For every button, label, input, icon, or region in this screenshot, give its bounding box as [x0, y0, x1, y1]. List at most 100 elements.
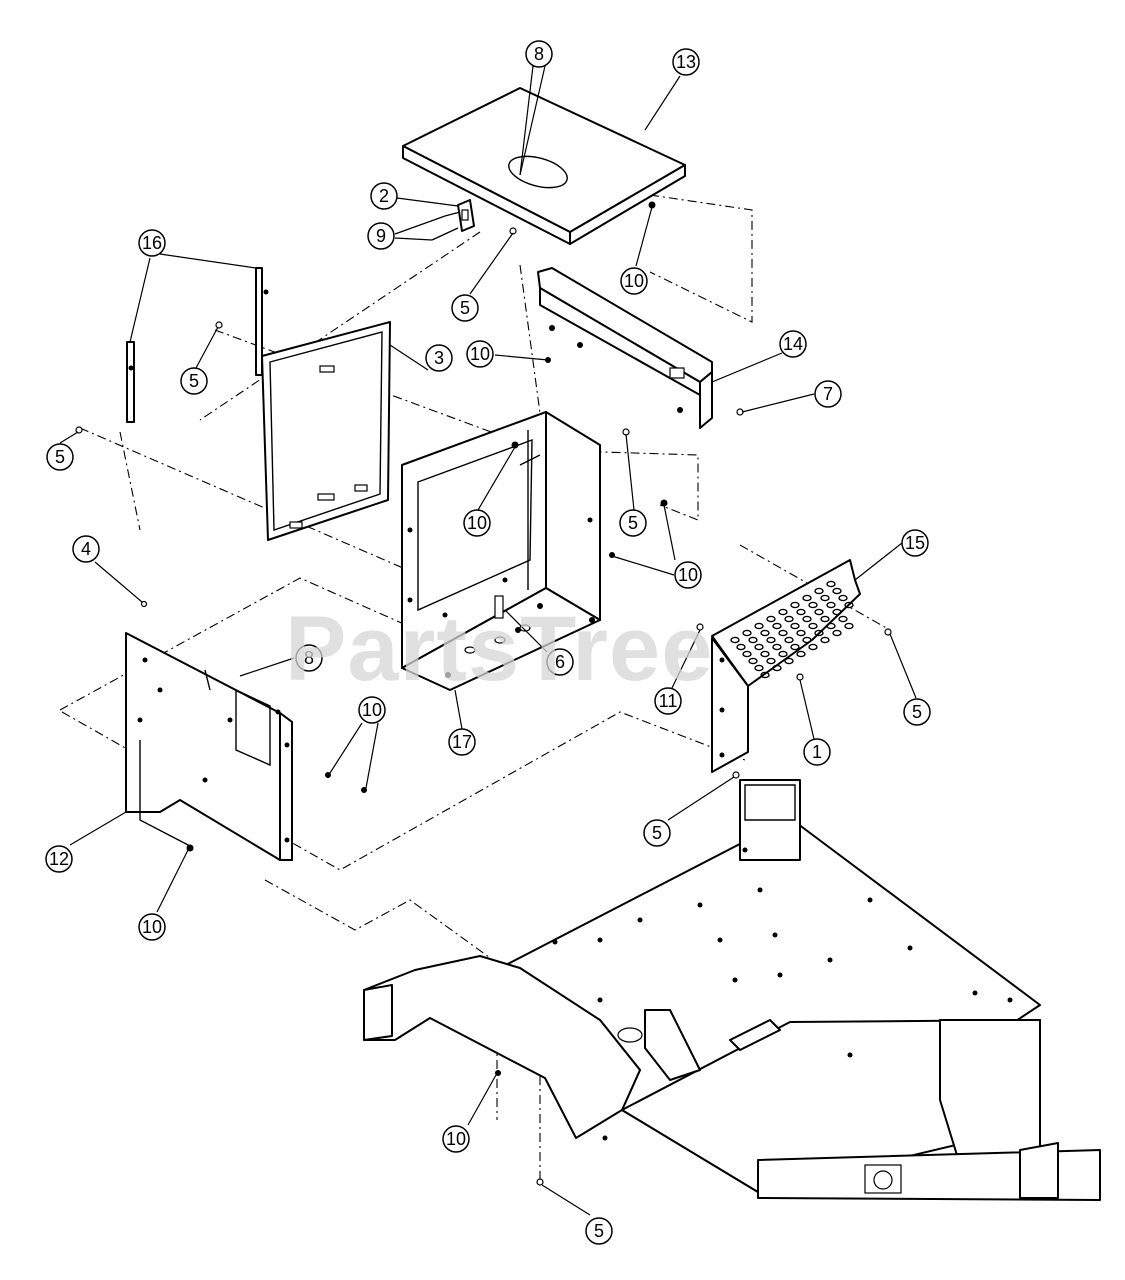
callouts: 8 13 2 9 16 10 5 14 10 5 3 7 5 10 5 10 1… — [45, 40, 931, 1245]
grille-perforation — [808, 601, 818, 609]
watermark-text: PartsTree — [285, 598, 713, 700]
grille-perforation — [766, 657, 776, 665]
callout-8-mid[interactable]: 8 — [295, 644, 323, 672]
callout-14[interactable]: 14 — [779, 330, 807, 358]
svg-text:5: 5 — [912, 702, 922, 722]
grille-perforation — [838, 615, 848, 623]
callout-5-e[interactable]: 5 — [903, 698, 931, 726]
grille-perforation — [832, 629, 842, 637]
leader-lines — [59, 65, 917, 1216]
grille-perforation — [754, 643, 764, 651]
grille-perforation — [808, 622, 818, 630]
grille-perforation — [790, 601, 800, 609]
grille-perforation — [730, 636, 740, 644]
grille-perforation — [766, 636, 776, 644]
callout-10-c[interactable]: 10 — [463, 509, 491, 537]
grille-perforation — [790, 622, 800, 630]
svg-text:8: 8 — [304, 648, 314, 668]
svg-text:16: 16 — [142, 233, 162, 253]
callout-10-d[interactable]: 10 — [674, 561, 702, 589]
grille-perforation — [778, 629, 788, 637]
svg-text:5: 5 — [460, 298, 470, 318]
grille-perforation — [814, 608, 824, 616]
callout-13[interactable]: 13 — [672, 48, 700, 76]
callout-5-f[interactable]: 5 — [643, 819, 671, 847]
grille-perforation — [832, 608, 842, 616]
grille-perforation — [802, 636, 812, 644]
main-chassis-frame — [363, 779, 1101, 1201]
center-housing-part-17[interactable] — [401, 411, 601, 691]
grille-perforation — [832, 587, 842, 595]
grille-perforation — [778, 650, 788, 658]
svg-text:10: 10 — [142, 917, 162, 937]
grille-perforation — [760, 671, 770, 679]
svg-text:10: 10 — [624, 271, 644, 291]
side-strip-part-16[interactable] — [126, 267, 269, 423]
grille-perforation — [766, 615, 776, 623]
svg-text:15: 15 — [905, 533, 925, 553]
svg-text:9: 9 — [376, 226, 386, 246]
rear-upper-panel-part-14[interactable] — [537, 267, 713, 429]
grille-perforation — [820, 636, 830, 644]
left-side-panel-part-12[interactable] — [125, 632, 293, 861]
callout-16[interactable]: 16 — [138, 229, 166, 257]
callout-1[interactable]: 1 — [803, 738, 831, 766]
callout-5-g[interactable]: 5 — [585, 1217, 613, 1245]
svg-text:5: 5 — [594, 1221, 604, 1241]
callout-5-d[interactable]: 5 — [619, 509, 647, 537]
grille-perforation — [796, 608, 806, 616]
svg-text:14: 14 — [783, 334, 803, 354]
svg-text:7: 7 — [823, 384, 833, 404]
svg-text:13: 13 — [676, 52, 696, 72]
callout-8-top[interactable]: 8 — [525, 40, 553, 68]
grille-perforation — [778, 608, 788, 616]
grille-perforation — [784, 615, 794, 623]
callout-10-e[interactable]: 10 — [358, 696, 386, 724]
grille-perforation — [760, 629, 770, 637]
callout-10-f[interactable]: 10 — [138, 913, 166, 941]
grille-perforation — [748, 636, 758, 644]
callout-12[interactable]: 12 — [45, 845, 73, 873]
grille-perforation — [760, 650, 770, 658]
callout-2[interactable]: 2 — [370, 182, 398, 210]
svg-text:4: 4 — [81, 539, 91, 559]
callout-3[interactable]: 3 — [425, 344, 453, 372]
callout-17[interactable]: 17 — [448, 728, 476, 756]
svg-text:17: 17 — [452, 732, 472, 752]
svg-text:12: 12 — [49, 849, 69, 869]
callout-15[interactable]: 15 — [901, 529, 929, 557]
grille-perforation — [844, 622, 854, 630]
callout-9[interactable]: 9 — [367, 222, 395, 250]
callout-5-a[interactable]: 5 — [451, 294, 479, 322]
grille-perforation — [790, 643, 800, 651]
callout-4[interactable]: 4 — [72, 535, 100, 563]
callout-6[interactable]: 6 — [546, 648, 574, 676]
top-cover-part-13[interactable] — [402, 87, 686, 245]
callout-10-g[interactable]: 10 — [442, 1125, 470, 1153]
latch-bracket-part-2[interactable] — [431, 199, 475, 241]
svg-text:8: 8 — [534, 44, 544, 64]
svg-text:3: 3 — [434, 348, 444, 368]
svg-text:2: 2 — [379, 186, 389, 206]
svg-text:5: 5 — [55, 447, 65, 467]
callout-5-c[interactable]: 5 — [46, 443, 74, 471]
grille-perforation — [814, 587, 824, 595]
grille-perforation — [826, 622, 836, 630]
callout-7[interactable]: 7 — [814, 380, 842, 408]
callout-5-b[interactable]: 5 — [180, 367, 208, 395]
svg-text:1: 1 — [812, 742, 822, 762]
grille-perforation — [784, 636, 794, 644]
grille-perforation — [814, 629, 824, 637]
svg-text:11: 11 — [659, 691, 678, 711]
callout-10-b[interactable]: 10 — [466, 340, 494, 368]
callout-10-a[interactable]: 10 — [620, 267, 648, 295]
grille-perforation — [826, 580, 836, 588]
grille-perforation — [736, 643, 746, 651]
screen-frame-part-3[interactable] — [261, 321, 391, 541]
grille-perforation — [796, 629, 806, 637]
callout-11[interactable]: 11 — [654, 687, 682, 715]
grille-perforation — [838, 594, 848, 602]
grille-perforation — [754, 622, 764, 630]
